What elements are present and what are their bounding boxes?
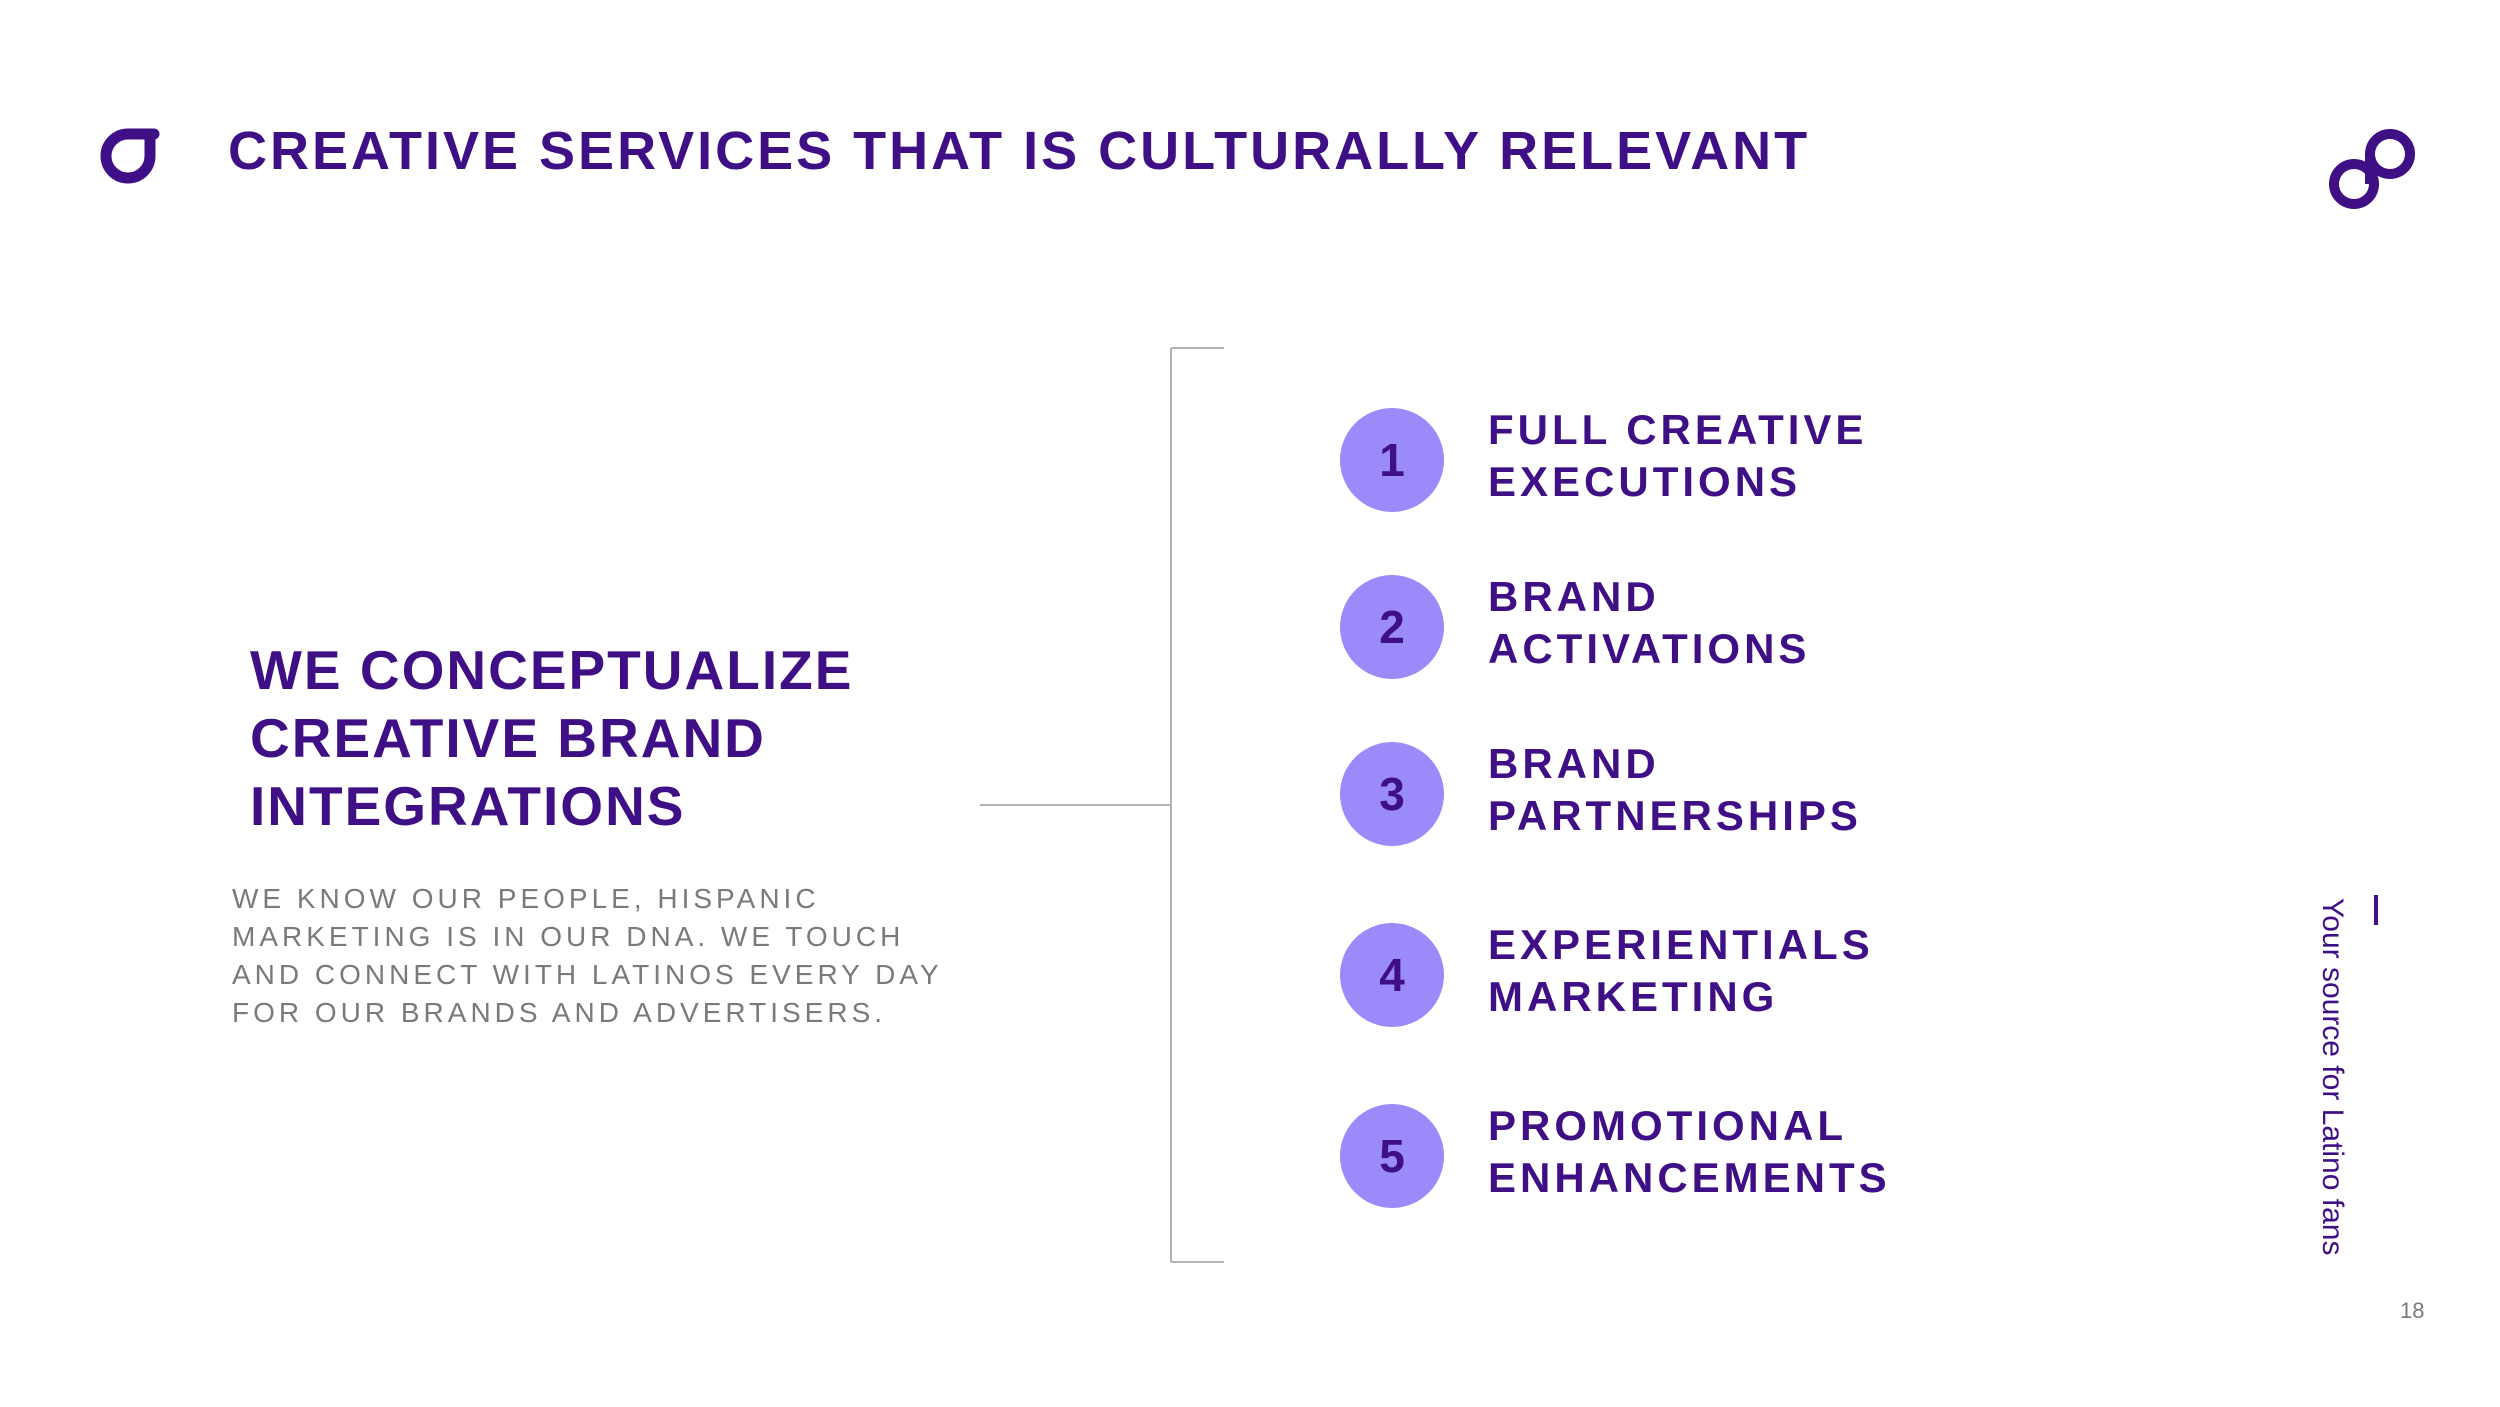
brand-hook-logo [100, 128, 160, 184]
service-label: BRAND ACTIVATIONS [1488, 571, 1810, 675]
service-label-line: BRAND [1488, 740, 1660, 787]
service-item: 2 BRAND ACTIVATIONS [1340, 573, 2040, 685]
body-paragraph: WE KNOW OUR PEOPLE, HISPANIC MARKETING I… [232, 880, 952, 1032]
service-label: FULL CREATIVE EXECUTIONS [1488, 404, 1867, 508]
service-label-line: ENHANCEMENTS [1488, 1154, 1891, 1201]
heading-line: INTEGRATIONS [250, 775, 686, 837]
body-line: MARKETING IS IN OUR DNA. WE TOUCH [232, 921, 905, 952]
tagline-dash [2374, 895, 2378, 925]
service-label-line: ACTIVATIONS [1488, 625, 1811, 672]
service-item: 4 EXPERIENTIALS MARKETING [1340, 921, 2040, 1033]
number-badge: 4 [1340, 923, 1444, 1027]
number-badge: 1 [1340, 408, 1444, 512]
service-label: EXPERIENTIALS MARKETING [1488, 919, 1874, 1023]
page-title: CREATIVE SERVICES THAT IS CULTURALLY REL… [228, 121, 1811, 181]
service-label-line: EXECUTIONS [1488, 458, 1802, 505]
brand-infinity-logo [2329, 129, 2415, 209]
service-item: 1 FULL CREATIVE EXECUTIONS [1340, 406, 2040, 518]
number-badge: 5 [1340, 1104, 1444, 1208]
page-number: 18 [2400, 1298, 2425, 1323]
service-label-line: EXPERIENTIALS [1488, 921, 1874, 968]
service-label-line: PARTNERSHIPS [1488, 792, 1862, 839]
section-heading: WE CONCEPTUALIZE CREATIVE BRAND INTEGRAT… [250, 636, 1010, 840]
body-line: FOR OUR BRANDS AND ADVERTISERS. [232, 997, 887, 1028]
service-item: 5 PROMOTIONAL ENHANCEMENTS [1340, 1102, 2040, 1214]
service-label-line: BRAND [1488, 573, 1660, 620]
service-label-line: MARKETING [1488, 973, 1779, 1020]
service-label: PROMOTIONAL ENHANCEMENTS [1488, 1100, 1891, 1204]
body-line: AND CONNECT WITH LATINOS EVERY DAY [232, 959, 943, 990]
heading-line: CREATIVE BRAND [250, 707, 766, 769]
tagline: Your source for Latino fans [2316, 898, 2349, 1256]
service-label-line: FULL CREATIVE [1488, 406, 1868, 453]
service-item: 3 BRAND PARTNERSHIPS [1340, 740, 2040, 852]
number-badge: 2 [1340, 575, 1444, 679]
service-label: BRAND PARTNERSHIPS [1488, 738, 1862, 842]
number-badge: 3 [1340, 742, 1444, 846]
service-label-line: PROMOTIONAL [1488, 1102, 1847, 1149]
body-line: WE KNOW OUR PEOPLE, HISPANIC [232, 883, 820, 914]
heading-line: WE CONCEPTUALIZE [250, 639, 854, 701]
